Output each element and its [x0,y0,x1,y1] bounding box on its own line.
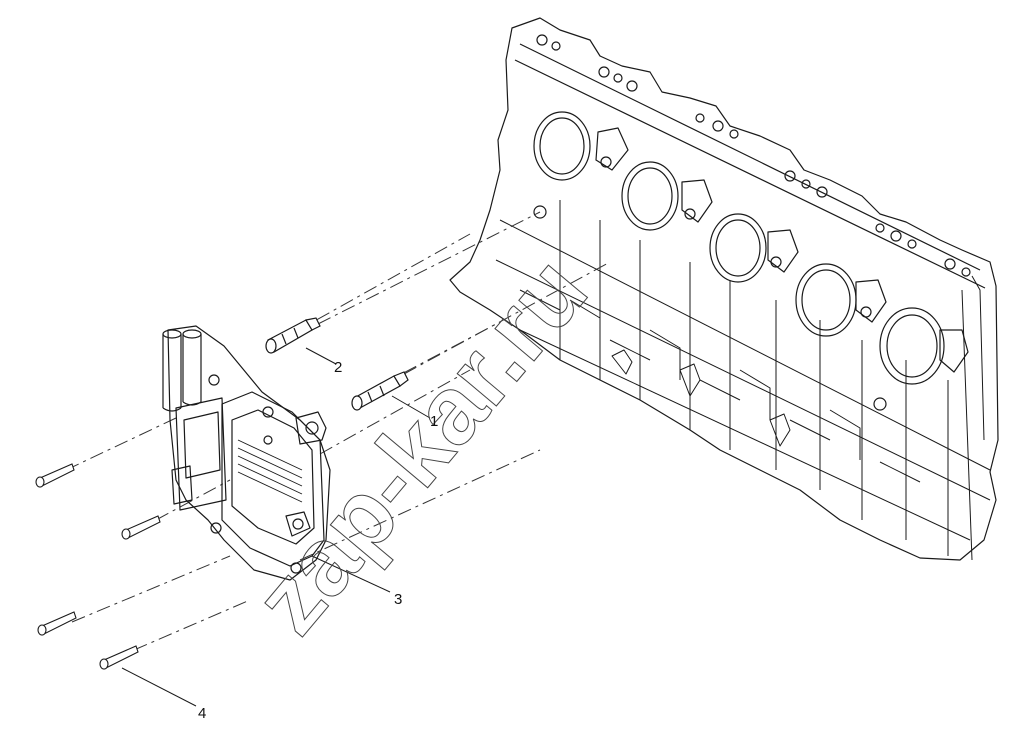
bolts-part-4 [35,463,161,670]
bolt-3 [37,611,77,636]
leader-line-2 [305,347,337,365]
control-unit [162,325,331,581]
leader-line-4 [121,667,197,707]
cylinder-bores [533,111,945,385]
control-unit-fins [237,439,303,503]
callout-2: 2 [334,359,343,376]
bolt-4 [99,645,139,670]
engine-block [449,17,999,561]
bolt-2 [121,515,161,540]
deck-bolt-holes [536,34,971,277]
electrical-connectors [171,397,227,511]
spacer-part-1 [351,371,409,411]
callout-3: 3 [394,591,403,608]
watermark-text: zap-kar.ru [234,237,607,653]
bolt-1 [35,463,75,488]
callout-4: 4 [198,705,207,722]
spacer-part-2 [265,317,321,354]
leader-line-3 [311,555,391,593]
leader-line-1 [391,395,431,419]
coolant-pipes [162,329,202,412]
block-side-ribs [495,200,991,556]
callout-1: 1 [430,413,439,430]
leader-lines [121,347,431,707]
head-bolt-bosses [533,127,969,411]
